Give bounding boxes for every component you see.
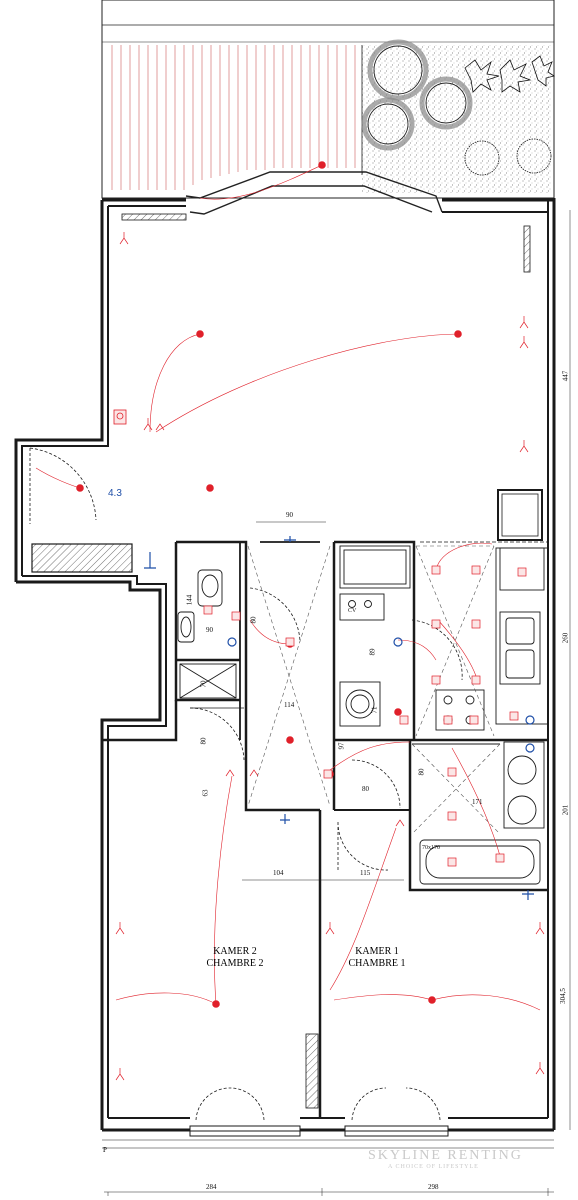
dimension-label: 447 xyxy=(561,370,570,382)
dimension-label: 89 xyxy=(368,648,377,656)
storage-hatch xyxy=(31,543,133,573)
socket-boxes xyxy=(203,565,527,867)
dimension-label: 97 xyxy=(337,742,346,750)
dimension-label: 80 xyxy=(199,737,208,745)
dimension-label: 115 xyxy=(360,869,371,877)
dimension-label: 104 xyxy=(273,869,284,877)
dimension-label: 70 xyxy=(199,680,208,688)
shower-icon xyxy=(179,663,237,699)
dimension-label: 260 xyxy=(561,632,570,644)
dimension-label: 298 xyxy=(428,1183,439,1191)
room-name-nl: KAMER 1 xyxy=(355,946,399,957)
dimension-label: 80 xyxy=(249,616,258,624)
bay-window xyxy=(185,171,443,213)
dimension-label: 63 xyxy=(201,789,210,797)
doors xyxy=(29,447,463,1121)
electrical-points xyxy=(76,161,462,1008)
dimension-label: 304,5 xyxy=(558,988,567,1004)
tree-icon xyxy=(361,39,473,151)
bathroom-fixtures xyxy=(412,741,545,885)
watermark-title: SKYLINE RENTING xyxy=(368,1148,523,1163)
pillar xyxy=(497,489,543,541)
dimension-label: 71 xyxy=(370,706,379,714)
dimension-label: 90 xyxy=(206,626,213,634)
dimension-label: 80 xyxy=(362,785,369,793)
water-points xyxy=(144,536,535,900)
area-label: 4.3 xyxy=(108,488,122,499)
gravel-garden xyxy=(362,45,552,193)
exterior-walls xyxy=(14,198,556,1132)
interior-walls xyxy=(102,540,548,1118)
dimension-label: 284 xyxy=(206,1183,217,1191)
dimension-label: 114 xyxy=(284,701,295,709)
electrical-circuits xyxy=(35,164,541,1011)
radiator xyxy=(305,1033,319,1109)
radiator xyxy=(523,225,531,273)
room-name-fr: CHAMBRE 2 xyxy=(206,958,264,969)
terrace xyxy=(101,0,555,215)
wc-toilet-icon xyxy=(177,569,223,643)
cv-label: CV xyxy=(348,608,357,614)
shrub-icon xyxy=(464,55,555,176)
dimension-label: 201 xyxy=(561,804,570,816)
room-label-kamer1: KAMER 1 CHAMBRE 1 xyxy=(332,946,422,970)
electric-panel-icon xyxy=(113,409,127,425)
room-label-kamer2: KAMER 2 CHAMBRE 2 xyxy=(190,946,280,970)
room-name-nl: KAMER 2 xyxy=(213,946,257,957)
kitchen-units xyxy=(339,545,549,731)
switch-symbols xyxy=(115,232,545,1081)
parking-mark: P xyxy=(103,1146,107,1154)
dimension-lines xyxy=(104,210,571,1196)
room-name-fr: CHAMBRE 1 xyxy=(348,958,406,969)
dimension-label: 90 xyxy=(286,511,293,519)
watermark-subtitle: A CHOICE OF LIFESTYLE xyxy=(388,1164,479,1170)
deck-planks xyxy=(111,45,356,190)
dashed-diagonals xyxy=(247,545,501,835)
dimension-label: 144 xyxy=(185,594,194,606)
dimension-label: 80 xyxy=(417,768,426,776)
dimension-label: 171 xyxy=(472,798,483,806)
windows xyxy=(102,1125,554,1149)
dimension-label: 70x170 xyxy=(422,845,440,851)
radiator xyxy=(121,213,187,221)
